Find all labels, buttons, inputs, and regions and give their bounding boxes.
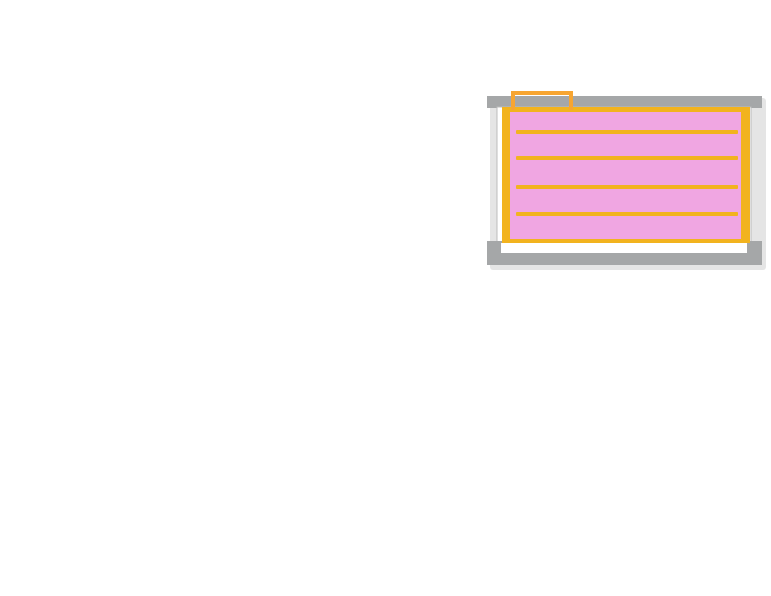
top-frame-bar bbox=[487, 96, 762, 108]
slat-group bbox=[516, 130, 738, 216]
slat-3 bbox=[516, 185, 738, 189]
panel-illustration bbox=[484, 86, 766, 270]
slat-1 bbox=[516, 130, 738, 134]
slat-2 bbox=[516, 156, 738, 160]
panel-illustration-svg bbox=[487, 91, 766, 270]
bottom-frame-inner bbox=[501, 243, 747, 253]
handle bbox=[511, 91, 573, 110]
slat-4 bbox=[516, 212, 738, 216]
